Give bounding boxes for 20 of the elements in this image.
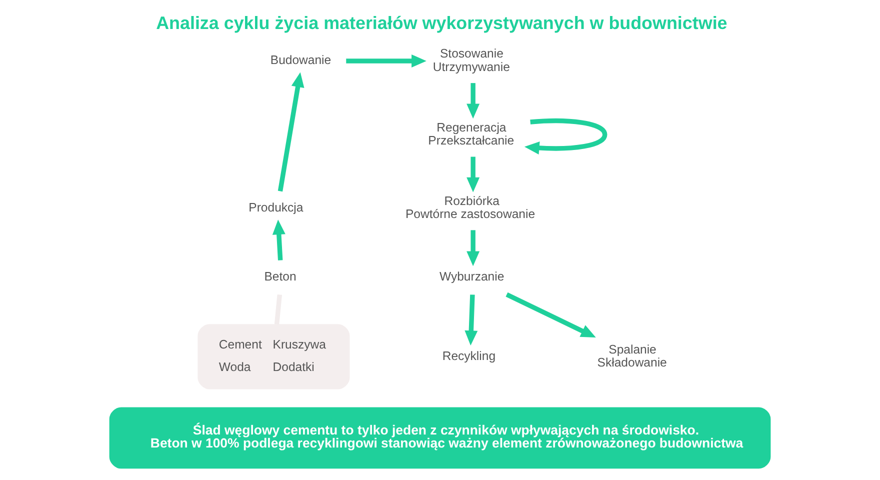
- node-text: Rozbiórka Powtórne zastosowanie: [406, 194, 536, 222]
- diagram-title: Analiza cyklu życia materiałów wykorzystywanych w budownictwie: [156, 13, 728, 34]
- arrow: [464, 294, 478, 346]
- arrow: [466, 83, 480, 119]
- node-text: Budowanie: [270, 53, 332, 68]
- arrow: [466, 156, 480, 192]
- node-box: Ślad węglowy cementu to tylko jeden z czynników wpływających na środowisko. Beton w 100% podlega recyklingowi stanowiąc ważny element zrównoważonego budownictwa: [109, 407, 771, 469]
- arrow: [272, 220, 286, 260]
- arrow: [346, 54, 426, 68]
- node-text: Produkcja: [248, 200, 304, 215]
- node-text: Beton: [264, 270, 296, 284]
- arrow: [466, 230, 480, 266]
- node-text: Regeneracja Przekształcanie: [428, 120, 514, 148]
- node-text: Wyburzanie: [440, 270, 504, 284]
- node-text: Stosowanie Utrzymywanie: [432, 46, 510, 74]
- arrow: [506, 292, 596, 338]
- node-text: Spalanie Składowanie: [597, 342, 667, 370]
- node-text: Recykling: [442, 348, 496, 363]
- arrow: [524, 118, 608, 154]
- arrow: [278, 72, 304, 192]
